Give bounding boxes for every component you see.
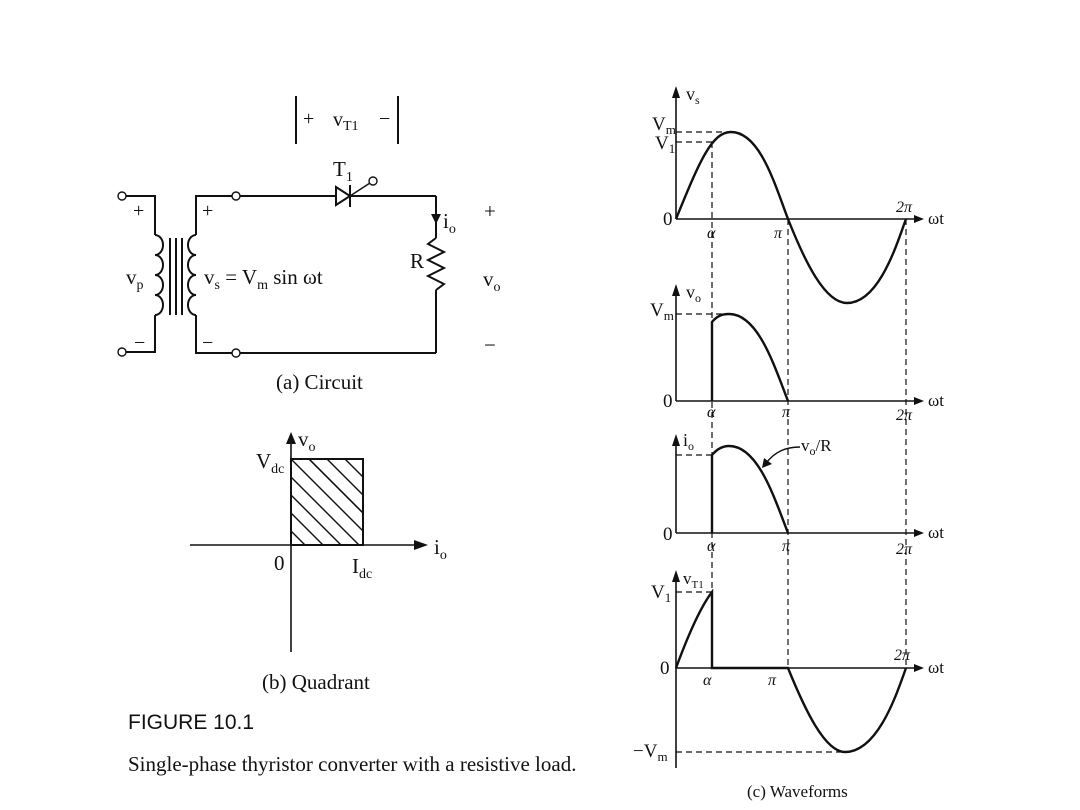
vo-alpha-tick-label: α (707, 404, 716, 421)
secondary-plus-sign: + (202, 200, 213, 222)
vs-zero-label: 0 (663, 209, 673, 230)
quadrant-caption: (b) Quadrant (262, 670, 370, 694)
vs-alpha-tick-label: α (707, 225, 716, 242)
vs-axis-label: vs (686, 84, 700, 107)
vt1-two-pi-tick-label: 2π (894, 647, 911, 664)
vt1-neg-vm-label: −Vm (633, 741, 668, 764)
secondary-wire-top (195, 195, 232, 235)
vs-wt-label: ωt (928, 209, 944, 228)
vs-equation: vs = Vm sin ωt (204, 265, 323, 293)
io-label: io (443, 209, 456, 237)
thyristor-label: T1 (333, 157, 353, 185)
vo-zero-label: 0 (663, 391, 673, 412)
vt1-alpha-tick-label: α (703, 672, 712, 689)
current-arrow (431, 214, 441, 224)
io-annotation-arrow (762, 458, 772, 468)
circuit-caption: (a) Circuit (276, 370, 363, 394)
quadrant-origin-label: 0 (274, 551, 285, 575)
vt1-v1-label: V1 (651, 582, 671, 605)
io-alpha-tick-label: α (707, 538, 716, 555)
primary-coil (154, 234, 164, 316)
vo-wt-label: ωt (928, 391, 944, 410)
vs-v1-label: V1 (655, 133, 675, 156)
vp-label: vp (126, 265, 144, 293)
vo-vm-label: Vm (650, 300, 674, 323)
io-vertical-arrow (672, 434, 680, 446)
vt1-time-arrow (914, 664, 924, 672)
io-annotation-leader (765, 446, 801, 464)
waveform-vs: vs Vm V1 0 α π 2π ωt (652, 84, 944, 305)
output-minus-sign: − (484, 333, 496, 357)
io-curve (710, 444, 790, 534)
vo-curve (710, 312, 790, 402)
circuit-diagram: + vT1 − T1 + (117, 96, 501, 394)
primary-plus-sign: + (133, 200, 144, 222)
vt1-pi-tick-label: π (768, 672, 777, 689)
thyristor-symbol (335, 185, 352, 207)
vs-pi-tick-label: π (774, 225, 783, 242)
vt1-plus-sign: + (303, 108, 314, 130)
quadrant-diagram: vo Vdc 0 Idc io (b) Quadrant (190, 427, 447, 694)
vs-time-arrow (914, 215, 924, 223)
vs-vertical-arrow (672, 86, 680, 98)
thyristor-gate-terminal (368, 176, 378, 186)
io-two-pi-tick-label: 2π (896, 541, 913, 558)
vo-axis-label: vo (686, 282, 701, 305)
vo-two-pi-tick-label: 2π (896, 407, 913, 424)
output-plus-sign: + (484, 199, 496, 223)
quadrant-hatching (291, 459, 363, 545)
vt1-label: vT1 (333, 109, 359, 134)
secondary-terminal-bottom (231, 348, 241, 358)
vt1-wt-label: ωt (928, 658, 944, 677)
figure-number: FIGURE 10.1 (128, 711, 254, 734)
waveforms-panel: vs Vm V1 0 α π 2π ωt vo Vm 0 α π 2π ωt (633, 84, 944, 801)
vt1-vertical-arrow (672, 570, 680, 582)
quadrant-horizontal-arrow (414, 540, 428, 550)
primary-wire-bottom (126, 315, 156, 353)
vs-two-pi-tick-label: 2π (896, 199, 913, 216)
vs-vm-label: Vm (652, 114, 676, 137)
secondary-coil (187, 234, 197, 316)
vo-time-arrow (914, 397, 924, 405)
vt1-minus-sign: − (379, 108, 390, 130)
waveform-vt1: vT1 V1 −Vm 0 α π 2π ωt (633, 569, 944, 768)
secondary-wire-bottom (195, 315, 232, 354)
primary-minus-sign: − (134, 332, 145, 354)
io-zero-label: 0 (663, 524, 673, 545)
vo-vertical-arrow (672, 284, 680, 296)
waveform-io: io vo/R 0 α π 2π ωt (663, 430, 944, 558)
vt1-axis-label: vT1 (683, 569, 704, 591)
io-time-arrow (914, 529, 924, 537)
secondary-minus-sign: − (202, 332, 213, 354)
io-pi-tick-label: π (782, 538, 791, 555)
vt1-zero-label: 0 (660, 658, 670, 679)
quadrant-vdc-label: Vdc (256, 449, 284, 477)
primary-wire-top (126, 195, 156, 235)
io-annotation-label: vo/R (801, 436, 832, 458)
io-wt-label: ωt (928, 523, 944, 542)
waveforms-caption: (c) Waveforms (747, 782, 848, 801)
secondary-terminal-top (231, 191, 241, 201)
vt1-curve (674, 588, 908, 754)
vo-pi-tick-label: π (782, 404, 791, 421)
vs-curve (674, 130, 908, 305)
resistor (425, 237, 447, 291)
vo-label: vo (483, 267, 501, 295)
primary-terminal-top (117, 191, 127, 201)
quadrant-idc-label: Idc (352, 554, 372, 582)
quadrant-io-label: io (434, 535, 447, 563)
quadrant-vo-label: vo (298, 427, 316, 455)
waveform-vo: vo Vm 0 α π 2π ωt (650, 282, 944, 424)
figure-caption: Single-phase thyristor converter with a … (128, 752, 576, 776)
resistor-label: R (410, 249, 424, 273)
io-axis-label: io (683, 430, 694, 453)
primary-terminal-bottom (117, 347, 127, 357)
thyristor-gate-lead (349, 182, 371, 197)
quadrant-vertical-arrow (286, 432, 296, 444)
